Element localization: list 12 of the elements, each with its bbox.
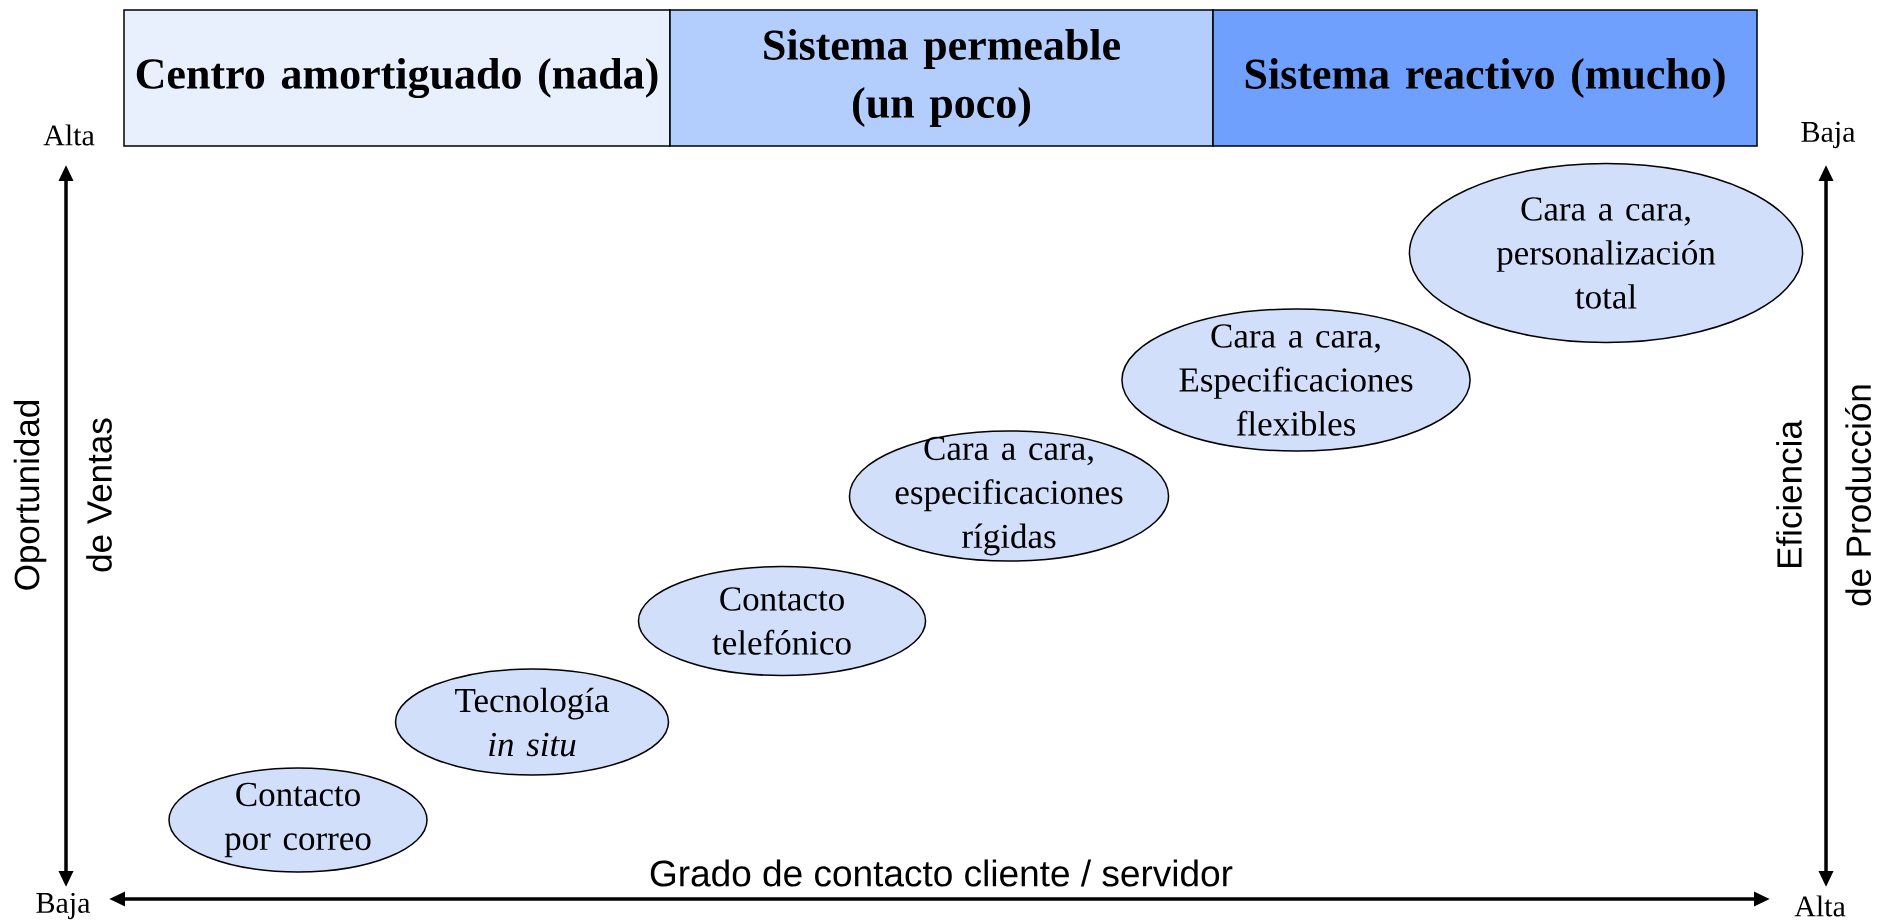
axis-label: Grado de contacto cliente / servidor (650, 859, 1233, 887)
header-box: Centro amortiguado (nada) (123, 9, 671, 147)
axis-label: Eficiencia (1776, 420, 1802, 568)
axis-label: Oportunidad (13, 401, 47, 590)
header-box: Sistema reactivo (mucho) (1212, 9, 1758, 147)
header-box: Sistema permeable (un poco) (669, 9, 1214, 147)
scale-label: Baja (36, 892, 91, 920)
scale-label: Alta (1794, 895, 1846, 917)
axis-label: de Producción (1844, 385, 1872, 606)
axis-label: de Ventas (86, 418, 112, 572)
scale-label: Baja (1801, 121, 1856, 149)
scale-label: Alta (43, 124, 95, 146)
